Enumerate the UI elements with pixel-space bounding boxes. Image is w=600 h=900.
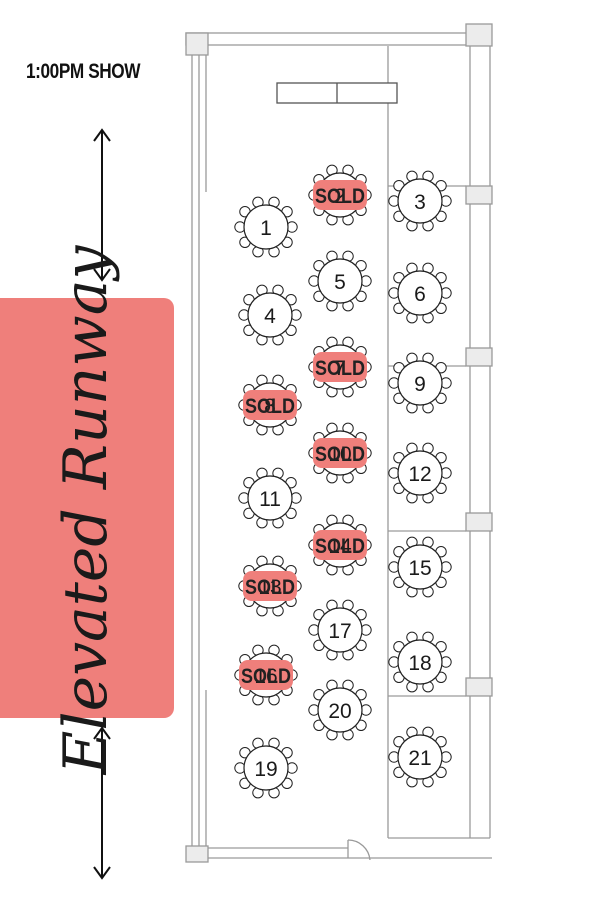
table-number: 17 — [328, 620, 351, 643]
sold-label: SOLD — [245, 576, 295, 599]
table-number: 21 — [408, 747, 431, 770]
table-number: 9 — [414, 373, 426, 396]
table-5: 5 — [308, 250, 372, 312]
table-top — [397, 639, 443, 685]
runway-label: Elevated Runway — [51, 245, 121, 775]
sold-highlight — [239, 660, 293, 690]
table-number: 16 — [254, 665, 277, 688]
table-number: 2 — [334, 185, 346, 208]
sold-label: SOLD — [315, 443, 365, 466]
table-number: 8 — [264, 395, 276, 418]
table-18: 18 — [388, 631, 452, 693]
runway-arrow-bottom-icon — [93, 726, 111, 880]
table-number: 20 — [328, 700, 351, 723]
table-top — [397, 734, 443, 780]
sold-label: SOLD — [315, 535, 365, 558]
sold-highlight — [243, 390, 297, 420]
table-number: 19 — [254, 758, 277, 781]
table-top — [397, 360, 443, 406]
table-number: 12 — [408, 463, 431, 486]
table-number: 4 — [264, 305, 276, 328]
table-number: 18 — [408, 652, 431, 675]
table-6: 6 — [388, 262, 452, 324]
sold-label: SOLD — [245, 395, 295, 418]
table-3: 3 — [388, 170, 452, 232]
table-number: 3 — [414, 191, 426, 214]
table-top — [397, 270, 443, 316]
table-number: 13 — [258, 576, 281, 599]
table-9: 9 — [388, 352, 452, 414]
table-top — [243, 745, 289, 791]
table-top — [317, 687, 363, 733]
table-top — [317, 258, 363, 304]
sold-highlight — [243, 571, 297, 601]
table-top — [243, 204, 289, 250]
table-number: 7 — [334, 357, 346, 380]
table-15: 15 — [388, 536, 452, 598]
table-number: 10 — [328, 443, 351, 466]
table-top — [397, 178, 443, 224]
sold-highlight — [313, 180, 367, 210]
table-11: 11 — [238, 467, 302, 529]
table-number: 1 — [260, 217, 272, 240]
sold-label: SOLD — [241, 665, 291, 688]
sold-label: SOLD — [315, 185, 365, 208]
sold-label: SOLD — [315, 357, 365, 380]
sold-highlight — [313, 438, 367, 468]
runway-arrow-top-icon — [93, 128, 111, 282]
table-top — [247, 292, 293, 338]
runway-panel — [0, 298, 174, 718]
table-19: 19 — [234, 737, 298, 799]
table-20: 20 — [308, 679, 372, 741]
table-12: 12 — [388, 442, 452, 504]
sold-highlight — [313, 530, 367, 560]
sold-highlight — [313, 352, 367, 382]
table-top — [397, 544, 443, 590]
table-number: 6 — [414, 283, 426, 306]
table-top — [397, 450, 443, 496]
table-number: 5 — [334, 271, 346, 294]
table-1: 1 — [234, 196, 298, 258]
table-number: 11 — [259, 488, 281, 511]
stage-bar — [276, 82, 398, 104]
table-4: 4 — [238, 284, 302, 346]
table-number: 14 — [328, 535, 352, 558]
table-17: 17 — [308, 599, 372, 661]
table-number: 15 — [408, 557, 431, 580]
table-top — [317, 607, 363, 653]
table-top — [247, 475, 293, 521]
table-21: 21 — [388, 726, 452, 788]
show-time-title: 1:00PM SHOW — [26, 60, 141, 83]
room-walls — [185, 23, 493, 863]
